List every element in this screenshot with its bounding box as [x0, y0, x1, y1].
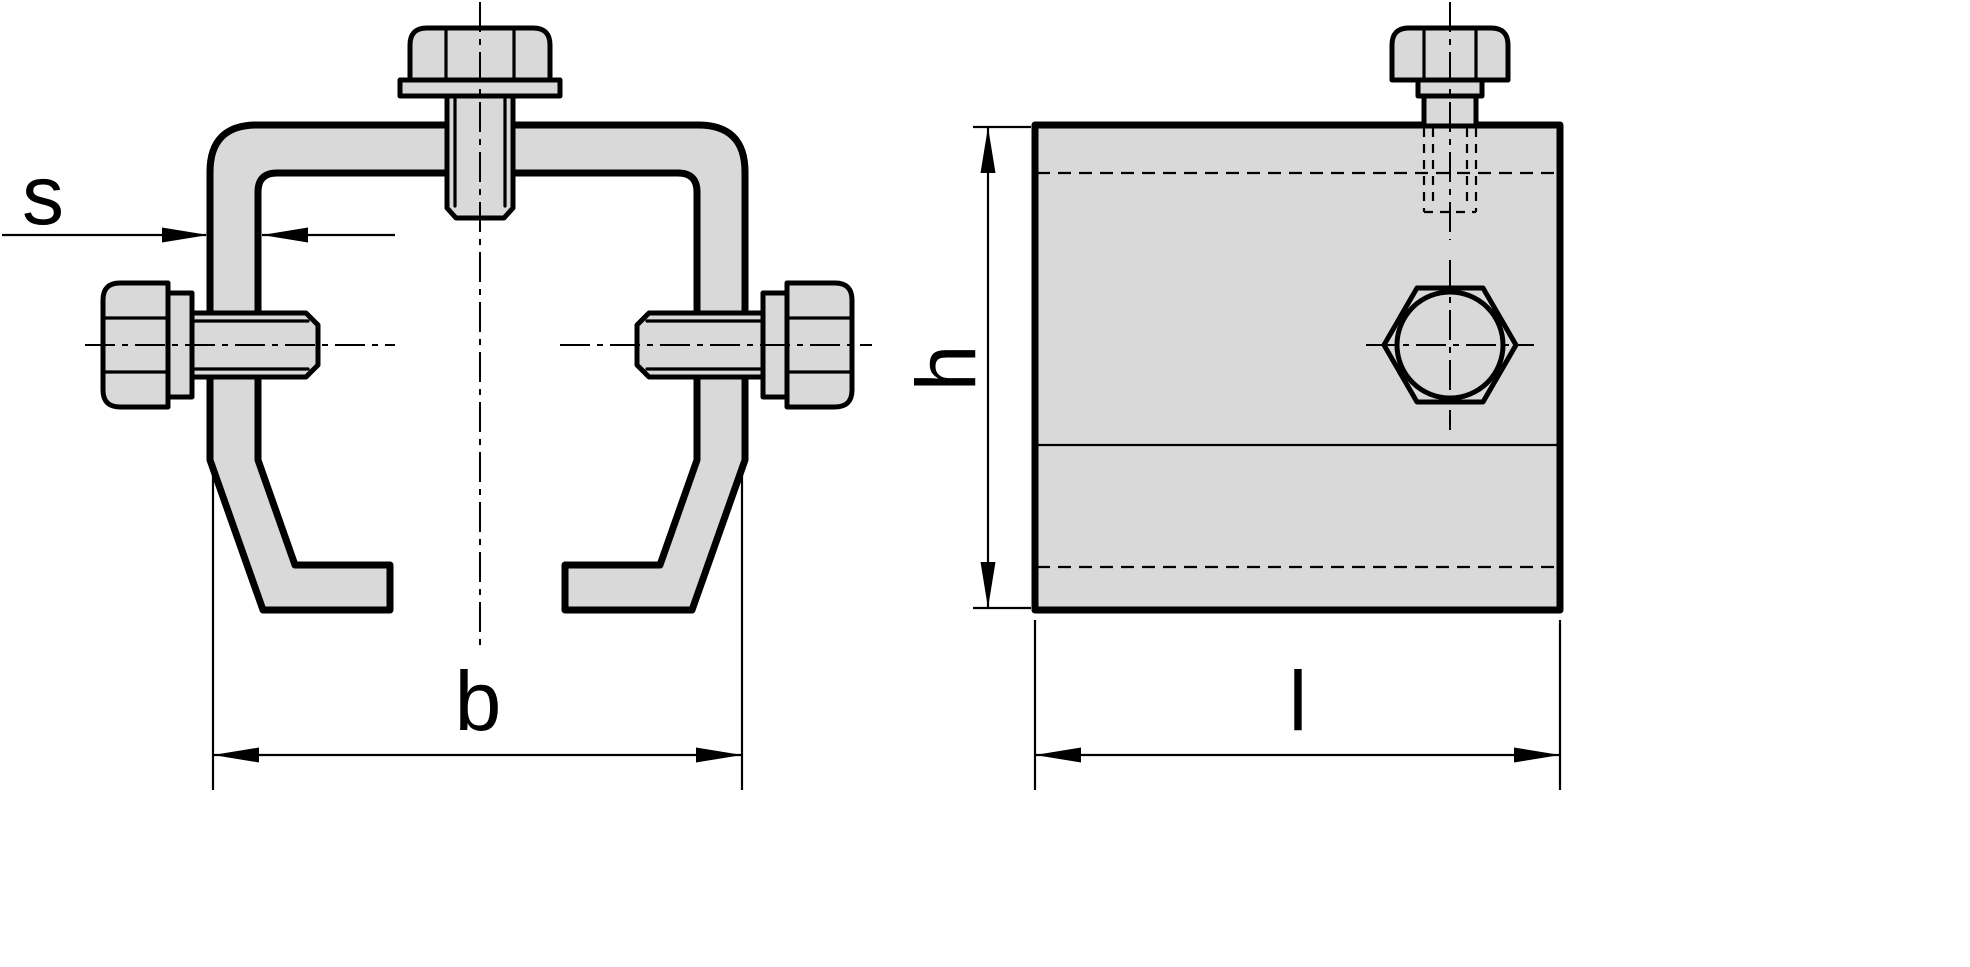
s-label: s: [22, 148, 64, 242]
h-label: h: [899, 345, 993, 392]
h-arrowhead-bottom: [980, 562, 996, 608]
dimension-h: h: [899, 125, 1031, 610]
b-arrowhead-right: [696, 747, 742, 763]
l-arrowhead-right: [1514, 747, 1560, 763]
dimension-b: b: [211, 465, 744, 790]
h-arrowhead-top: [980, 127, 996, 173]
side-view: h l: [899, 2, 1564, 790]
front-view: s b: [2, 2, 872, 790]
s-arrowhead-left: [162, 227, 208, 243]
dimension-l: l: [1033, 620, 1562, 790]
clamp-bolt-head-axial: [1366, 260, 1534, 430]
l-label: l: [1289, 654, 1308, 748]
s-arrowhead-right: [262, 227, 308, 243]
dimension-s: s: [2, 148, 395, 243]
b-arrowhead-left: [213, 747, 259, 763]
b-label: b: [455, 654, 502, 748]
l-arrowhead-left: [1035, 747, 1081, 763]
c-profile-body: [206, 121, 749, 614]
